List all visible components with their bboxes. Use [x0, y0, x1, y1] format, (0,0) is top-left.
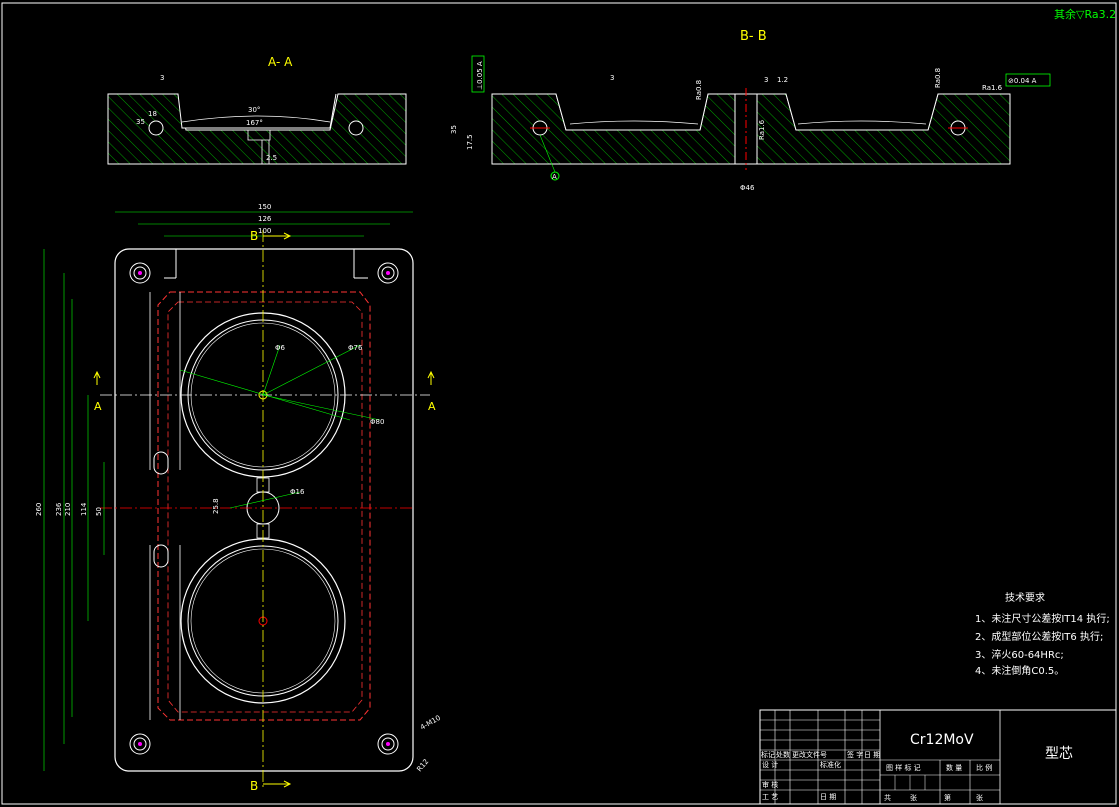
tb-header-0: 标记 — [761, 750, 775, 759]
tb-stage-header-2: 比 例 — [976, 763, 992, 772]
tb-header-4: 日 期 — [864, 751, 880, 759]
title-block-material: Cr12MoV — [910, 732, 974, 748]
plan-hidden-contour — [157, 291, 371, 721]
tech-req-item-4: 4、未注倒角C0.5。 — [975, 664, 1064, 677]
tb-row-standard: 标准化 — [820, 760, 841, 769]
dim-phi76: Φ76 — [348, 344, 363, 352]
title-block-part-name: 型芯 — [1045, 746, 1073, 762]
tb-sheet-2: 第 — [944, 793, 951, 802]
dim-phi16: Φ16 — [290, 488, 305, 496]
bb-tolerance-right: ⊘0.04 A — [1008, 77, 1037, 85]
aa-dim-3: 3 — [160, 74, 164, 82]
dim-phi80: Φ80 — [370, 418, 384, 426]
bolt-hole-tl — [129, 262, 151, 284]
bb-dim-phi46: Φ46 — [740, 184, 755, 192]
section-aa-hole-right — [348, 120, 364, 136]
tech-req-item-1: 1、未注尺寸公差按IT14 执行; — [975, 612, 1110, 625]
title-block: Cr12MoV 型芯 标记 处数 更改文件号 签 字 日 期 设 计 标准化 审… — [759, 709, 1117, 805]
plan-slot-top — [153, 451, 169, 475]
dim-width-100: 100 — [258, 227, 271, 235]
tb-sheet-1: 张 — [910, 793, 917, 802]
dim-phi6: Φ6 — [275, 344, 286, 352]
plan-slot-bottom — [153, 544, 169, 568]
bb-dim-ra16-1: Ra1.6 — [758, 119, 766, 140]
bb-dim-3: 3 — [764, 76, 768, 84]
section-marker-a-left: A — [94, 400, 102, 413]
bb-datum: A — [552, 173, 557, 181]
tb-header-1: 处数 — [776, 750, 790, 759]
tb-row-date: 日 期 — [820, 793, 836, 801]
bb-dim-175: 17.5 — [466, 134, 474, 150]
section-aa-hole-left — [148, 120, 164, 136]
bb-dim-ra08-2: Ra0.8 — [934, 68, 942, 88]
bb-dim-3-left: 3 — [610, 74, 614, 82]
aa-dim-18: 18 — [148, 110, 157, 118]
dim-height-210: 210 — [64, 503, 72, 516]
tb-stage-header-1: 数 量 — [946, 763, 962, 772]
dim-height-114: 114 — [80, 502, 88, 516]
dim-width-150: 150 — [258, 203, 271, 211]
section-marker-a-right: A — [428, 400, 436, 413]
section-marker-b-top: B — [250, 229, 258, 243]
tech-req-item-3: 3、淬火60-64HRc; — [975, 648, 1064, 661]
tb-row-process: 工 艺 — [762, 793, 778, 801]
tb-sheet-0: 共 — [884, 793, 891, 802]
dim-height-260: 260 — [35, 503, 43, 516]
aa-dim-167deg: 167° — [246, 119, 263, 127]
tb-row-design: 设 计 — [762, 760, 778, 769]
tb-stage-header-0: 图 样 标 记 — [886, 763, 921, 772]
tb-header-2: 更改文件号 — [792, 750, 827, 759]
section-aa-view: A- A 3 30° 167° 35 18 2.5 — [107, 55, 407, 165]
bb-dim-ra08-1: Ra0.8 — [695, 80, 703, 100]
aa-dim-35: 35 — [136, 118, 145, 126]
tb-sheet-3: 张 — [976, 793, 983, 802]
bb-dim-35: 35 — [450, 125, 458, 134]
section-bb-view: B- B 3 Ra0.8 Ra0.8 Ra1.6 Ra1.6 Φ46 3 1.2… — [450, 29, 1051, 192]
bolt-hole-bl — [129, 733, 151, 755]
tech-requirements-title: 技术要求 — [1005, 591, 1045, 604]
bb-tolerance-left: ⊥0.05 A — [476, 61, 484, 90]
dim-r12: R12 — [415, 758, 430, 774]
section-marker-b-bottom: B — [250, 779, 258, 793]
dim-258: 25.8 — [212, 498, 220, 514]
tech-req-item-2: 2、成型部位公差按IT6 执行; — [975, 630, 1103, 643]
dim-height-236: 236 — [55, 502, 63, 516]
bb-dim-ra16-2: Ra1.6 — [982, 84, 1003, 92]
tb-header-3: 签 字 — [847, 750, 863, 759]
section-bb-label: B- B — [740, 29, 767, 44]
tb-row-review: 审 核 — [762, 780, 778, 789]
roughness-note: 其余▽Ra3.2 — [1054, 7, 1116, 21]
tech-requirements: 技术要求 1、未注尺寸公差按IT14 执行; 2、成型部位公差按IT6 执行; … — [975, 591, 1110, 677]
section-aa-label: A- A — [268, 55, 293, 69]
bolt-hole-tr — [377, 262, 399, 284]
bolt-hole-br — [377, 733, 399, 755]
aa-dim-30deg: 30° — [248, 106, 260, 114]
plan-outline — [114, 248, 414, 772]
aa-dim-25: 2.5 — [266, 154, 277, 162]
dim-4xm10: 4-M10 — [419, 714, 442, 732]
dim-width-126: 126 — [258, 215, 272, 223]
dim-height-50: 50 — [95, 507, 103, 516]
bb-dim-12: 1.2 — [777, 76, 788, 84]
plan-view: 150 126 100 260 236 210 114 50 Φ6 Φ76 Φ8… — [35, 203, 442, 793]
